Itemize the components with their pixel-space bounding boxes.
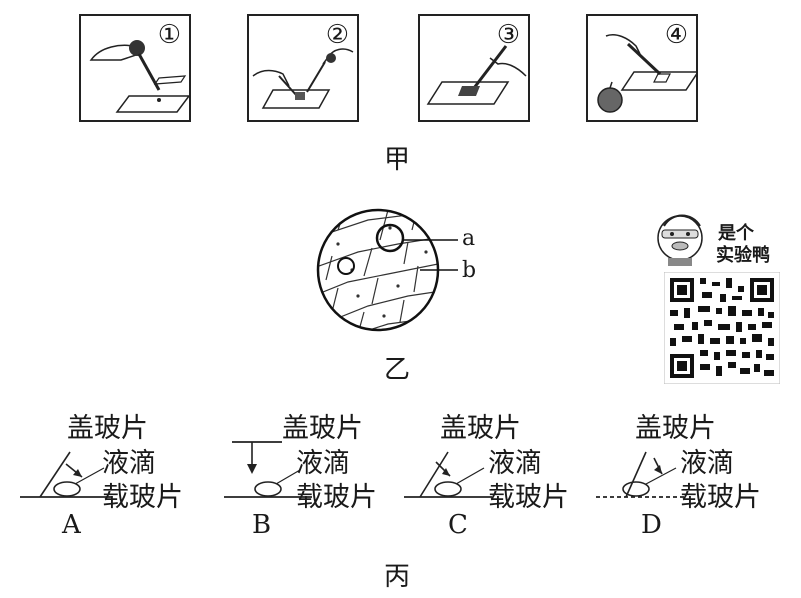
option-b-drop-label: 液滴 — [296, 448, 350, 479]
option-b-letter: B — [252, 510, 272, 540]
step-panel-3: ③ — [418, 14, 530, 122]
figure-caption-bing: 丙 — [384, 562, 411, 592]
step-panel-2: ② — [247, 14, 359, 122]
option-b-diagram — [224, 441, 312, 498]
option-d-drop-label: 液滴 — [680, 448, 734, 479]
option-d-cover-label: 盖玻片 — [635, 413, 716, 444]
option-d-diagram — [596, 451, 684, 498]
stain-dropper-illustration — [597, 34, 696, 113]
option-c-letter: C — [448, 510, 468, 540]
option-a-drop-label: 液滴 — [102, 448, 156, 479]
option-a-diagram — [20, 451, 112, 498]
option-d-letter: D — [641, 510, 662, 540]
tweezers-needle-illustration — [252, 48, 354, 109]
option-a-slide-label: 载玻片 — [102, 482, 183, 513]
figure-caption-yi: 乙 — [384, 355, 411, 385]
option-c-diagram — [404, 451, 492, 498]
option-b-slide-label: 载玻片 — [296, 482, 377, 513]
step-panel-1: ① — [79, 14, 191, 122]
duck-mascot-icon — [657, 214, 703, 266]
qr-code-icon[interactable] — [664, 272, 780, 384]
promo-text-line2: 实验鸭 — [716, 245, 770, 266]
step-number: ③ — [496, 20, 520, 50]
option-c-slide-label: 载玻片 — [488, 482, 569, 513]
cover-slip-illustration — [426, 45, 527, 105]
step-number: ① — [157, 20, 181, 50]
option-d-slide-label: 载玻片 — [680, 482, 761, 513]
step-number: ④ — [664, 20, 688, 50]
figure-caption-jia: 甲 — [384, 145, 411, 175]
label-b: b — [462, 258, 477, 283]
dropper-hand-illustration — [89, 40, 189, 113]
option-a-letter: A — [62, 510, 81, 540]
option-c-cover-label: 盖玻片 — [440, 413, 521, 444]
label-a: a — [462, 226, 476, 251]
step-panel-4: ④ — [586, 14, 698, 122]
microscope-view-diagram — [316, 208, 458, 332]
option-b-cover-label: 盖玻片 — [282, 413, 363, 444]
option-c-drop-label: 液滴 — [488, 448, 542, 479]
promo-text-line1: 是个 — [718, 223, 754, 244]
step-number: ② — [325, 20, 349, 50]
option-a-cover-label: 盖玻片 — [67, 413, 148, 444]
